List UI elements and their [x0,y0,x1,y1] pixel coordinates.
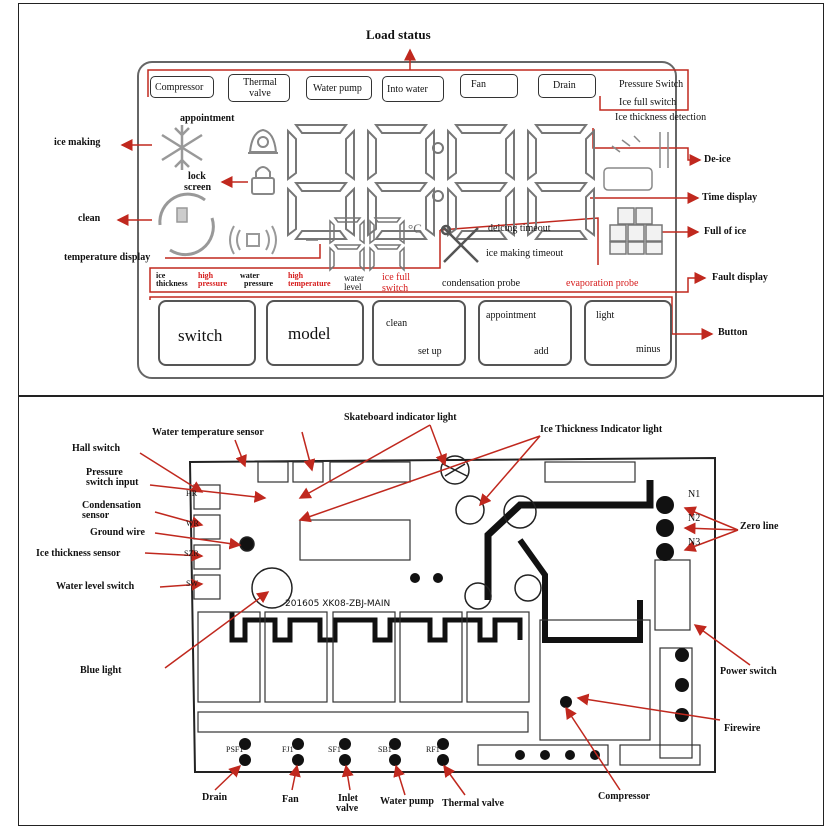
drain-output-label: Drain [202,792,227,803]
board-name: 201605 XK08-ZBJ-MAIN [285,599,391,609]
load-status-title: Load status [366,27,431,42]
zero-line-label: Zero line [740,521,779,532]
inlet-valve-label-2: valve [336,803,359,814]
fan-button[interactable]: Fan [460,74,518,98]
ice-full-switch-label: Ice full switch [619,97,677,108]
deicing-timeout-label: deicing timeout [488,223,551,234]
celsius-label: °C [408,221,422,236]
ice-thickness-sensor-label: Ice thickness sensor [36,548,121,559]
lock-label: lock [188,171,206,182]
blue-light-label: Blue light [80,665,122,676]
silk-fj1: FJ1 [282,745,294,754]
clean-setup-button[interactable]: clean set up [372,300,466,366]
pressure-switch-input-label-2: switch input [86,477,139,488]
silk-hr: HR [186,489,198,498]
silk-szr: SZR [184,549,199,558]
time-display-label: Time display [702,192,758,203]
pressure-switch-label: Pressure Switch [619,79,684,90]
condensation-sensor-label-2: sensor [82,510,110,521]
pressure-switch-input-label-1: Pressure [86,467,123,478]
time-digits [287,124,595,240]
inlet-valve-label-1: Inlet [338,793,358,804]
screen-label: screen [184,182,212,193]
into-water-button[interactable]: Into water [382,76,444,102]
tools-icon [440,224,479,263]
load-status-bracket [147,69,689,97]
water-pump-output-label: Water pump [380,796,434,807]
ice-thickness-indicator-label: Ice Thickness Indicator light [540,424,663,435]
drain-button[interactable]: Drain [538,74,596,98]
temperature-digits [306,217,405,272]
ground-wire-label: Ground wire [90,527,145,538]
snowflake-icon [161,125,203,170]
skateboard-indicator-label: Skateboard indicator light [344,412,457,423]
ice-making-timeout-label: ice making timeout [486,248,564,259]
temperature-display-label: temperature display [64,252,151,263]
ice-thickness-detection-label: Ice thickness detection [615,112,707,123]
fan-output-label: Fan [282,794,299,805]
pcb-panel-frame [18,396,824,826]
silk-wr: WR [186,519,199,528]
de-ice-label: De-ice [704,154,731,165]
lcd-panel-frame [18,3,824,396]
lcd-graphics [116,48,714,379]
silk-n1: N1 [688,489,701,500]
deice-bin-icon [603,132,669,191]
clean-cycle-icon [158,192,215,257]
button-label: Button [718,327,748,338]
silk-rf1: RF1 [426,745,440,754]
appointment-add-button[interactable]: appointment add [478,300,572,366]
light-minus-button[interactable]: light minus [584,300,672,366]
ice-blocks-icon [609,207,663,255]
full-of-ice-label: Full of ice [704,226,747,237]
fault-condensation-probe: condensation probe [442,278,521,289]
silk-sf1: SF1 [328,745,341,754]
silk-n3: N3 [688,537,701,548]
firewire-label: Firewire [724,723,761,734]
fault-evaporation-probe: evaporation probe [566,278,639,289]
water-level-switch-label: Water level switch [56,581,135,592]
silk-psf1: PSF1 [226,745,244,754]
pcb-outline [188,456,716,773]
condensation-sensor-label-1: Condensation [82,500,141,511]
silk-sb1: SB1 [378,745,392,754]
clean-label: clean [78,213,101,224]
ice-making-label: ice making [54,137,101,148]
thermal-valve-button[interactable]: Thermal valve [228,74,290,102]
fault-display-label: Fault display [712,272,768,283]
hall-switch-label: Hall switch [72,443,121,454]
bell-icon [248,128,278,154]
compressor-button[interactable]: Compressor [150,76,214,98]
lock-icon [251,166,275,195]
water-temp-sensor-label: Water temperature sensor [152,427,264,438]
power-switch-label: Power switch [720,666,777,677]
water-pump-button[interactable]: Water pump [306,76,372,100]
appointment-label: appointment [180,113,235,124]
compressor-output-label: Compressor [598,791,651,802]
buzzer-icon [229,225,277,255]
model-button[interactable]: model [266,300,364,366]
thermal-valve-output-label: Thermal valve [442,798,504,809]
silk-n2: N2 [688,513,701,524]
silk-sw: SW [186,579,198,588]
switch-button[interactable]: switch [158,300,256,366]
